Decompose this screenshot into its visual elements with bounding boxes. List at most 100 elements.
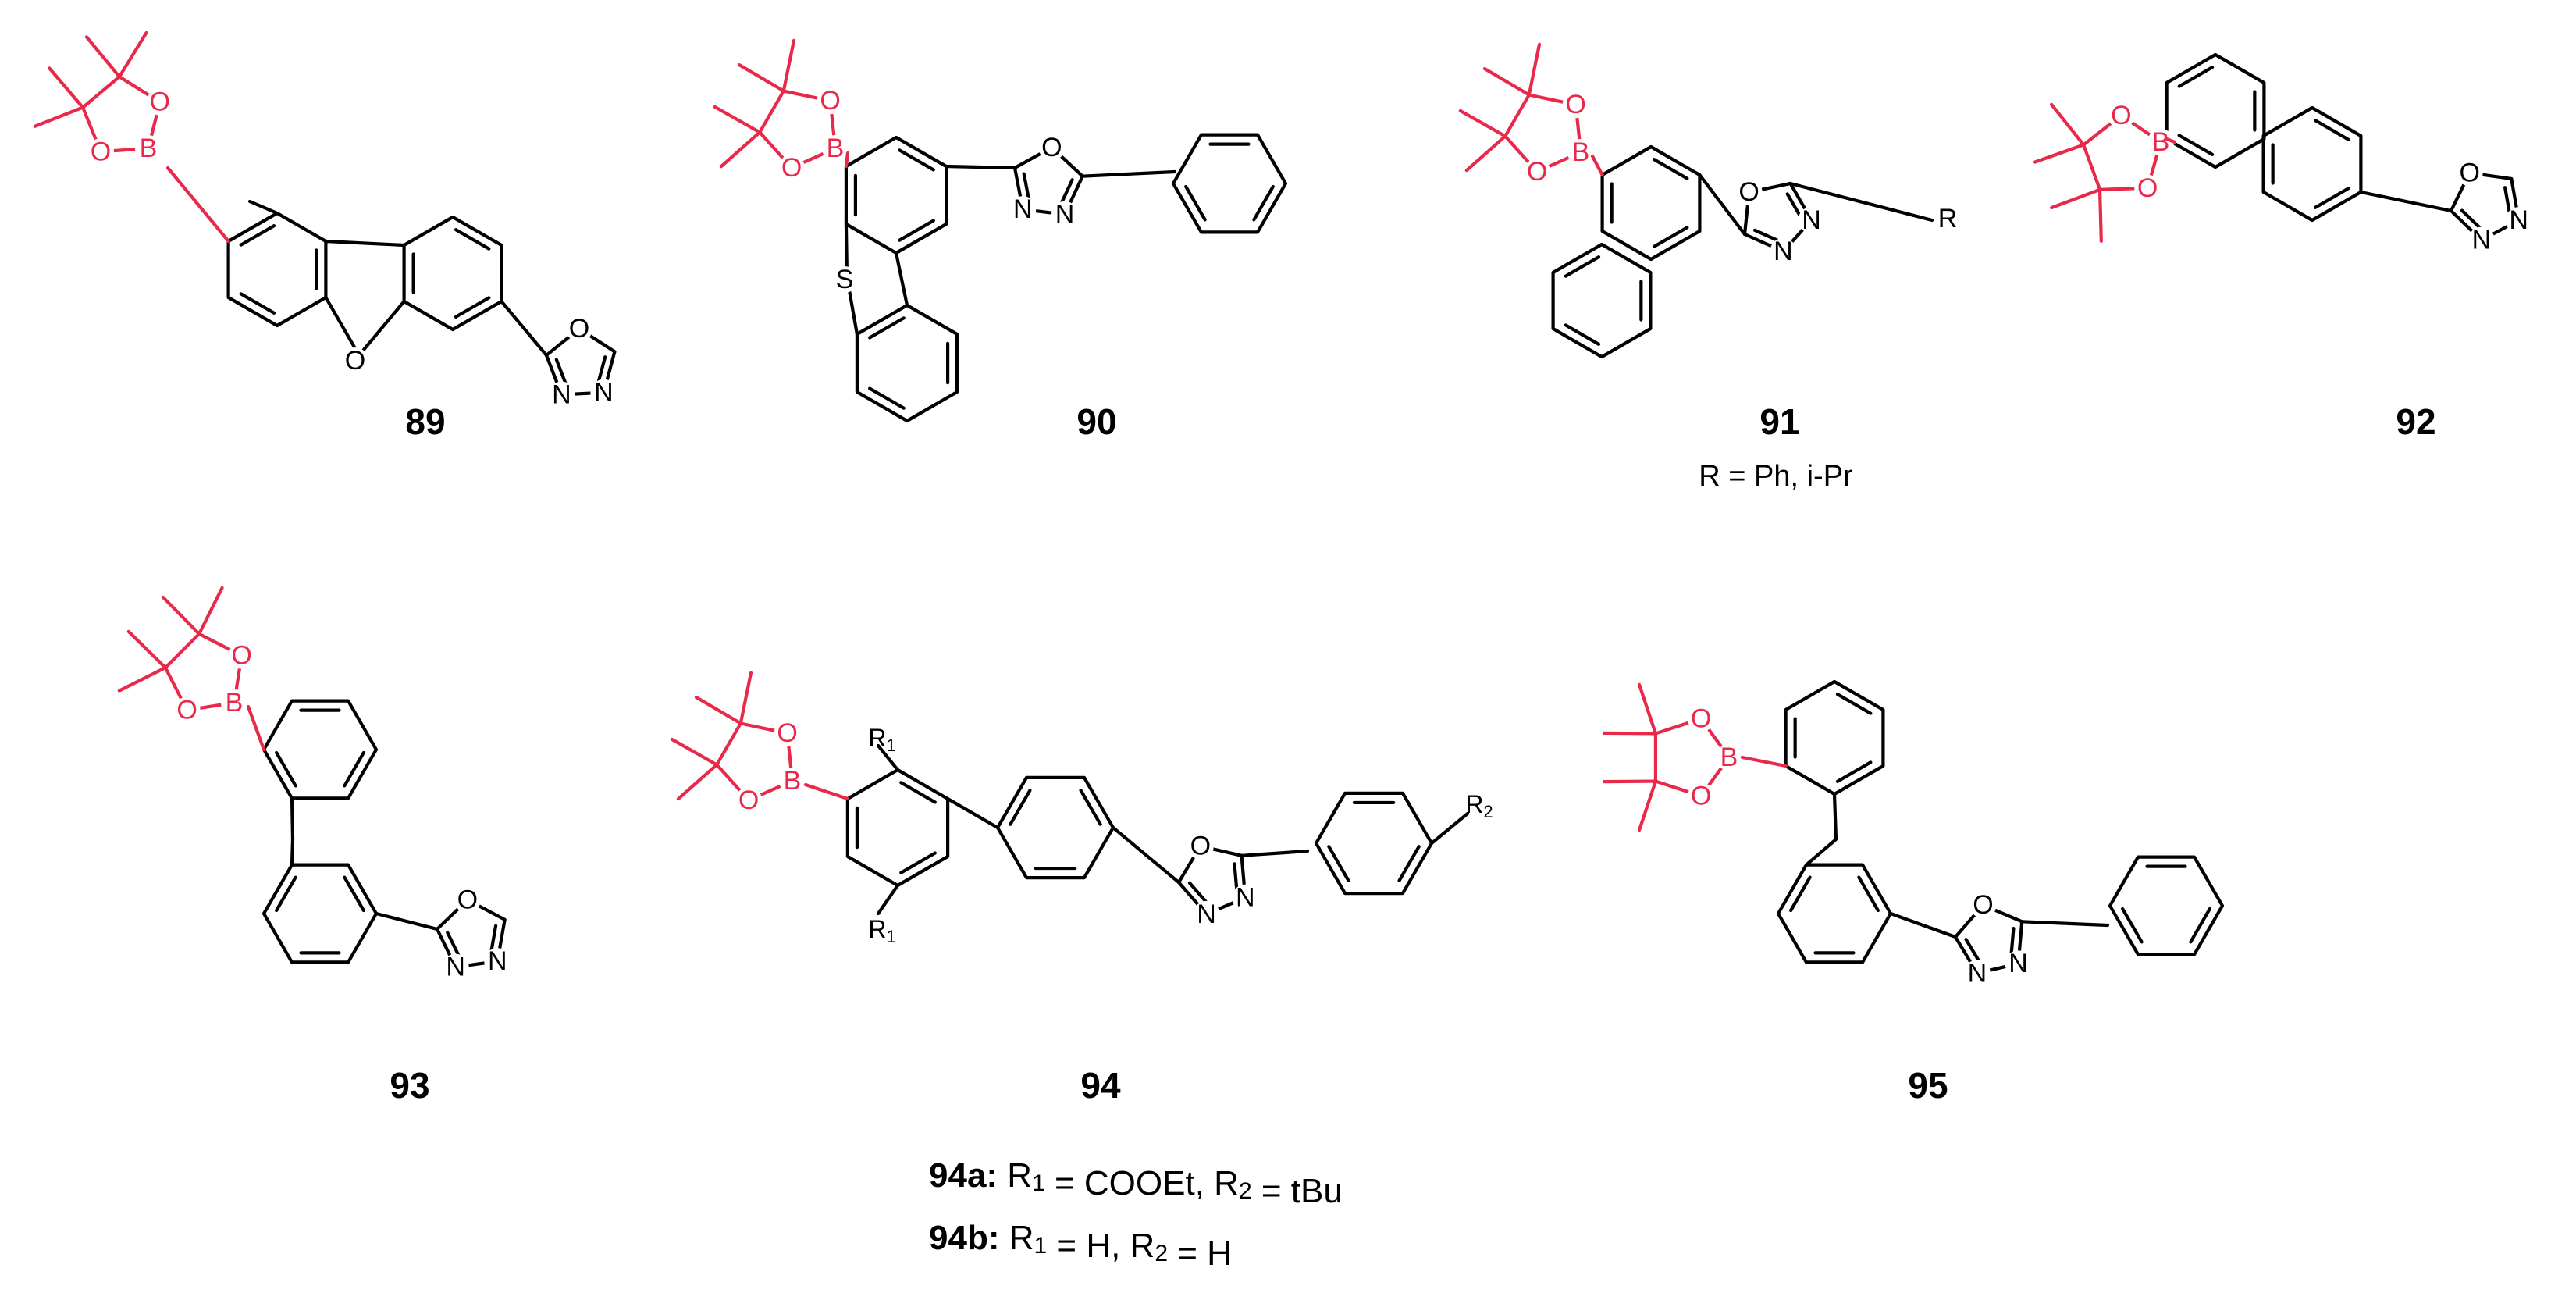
- atom-o: O: [2111, 101, 2131, 130]
- bond-line: [357, 299, 406, 358]
- bond-line: [2082, 143, 2102, 191]
- bond-line: [402, 215, 503, 332]
- atom-n: N: [1236, 883, 1255, 913]
- compound-94-label: 94: [1080, 1065, 1121, 1106]
- bond-line: [844, 135, 948, 255]
- bond-line: [1776, 863, 1893, 964]
- bond-line: [1079, 789, 1102, 826]
- bond-line: [1652, 226, 1689, 248]
- atom-mask: [566, 315, 593, 342]
- atom-b: B: [1572, 137, 1590, 167]
- bond-line: [1009, 789, 1032, 826]
- atom-b: B: [1720, 743, 1738, 772]
- bond-line: [1752, 228, 1781, 244]
- atom-o: O: [231, 641, 251, 671]
- bond-line: [247, 199, 279, 216]
- bond-line: [1698, 173, 1747, 237]
- atom-n: N: [552, 379, 571, 409]
- compound-90-label: 90: [1076, 401, 1116, 442]
- bond-line: [995, 775, 1115, 880]
- atom-o: O: [91, 137, 111, 166]
- bond-line: [290, 837, 295, 867]
- atom-mask: [778, 154, 806, 181]
- bond-line: [454, 228, 491, 251]
- atom-o: O: [820, 86, 840, 116]
- substituent-r: R: [1938, 204, 1958, 233]
- bond-line: [1314, 791, 1434, 896]
- bond-line: [2359, 190, 2453, 213]
- atom-n: N: [446, 953, 465, 982]
- atom-n: N: [1774, 237, 1793, 266]
- atom-mask: [2467, 226, 2495, 254]
- legend-94-line_a: 94a: R1 = COOEt, R2 = tBu: [929, 1156, 1343, 1210]
- atom-o: O: [1527, 157, 1547, 187]
- atom-mask: [2456, 159, 2483, 187]
- atom-mask: [2108, 102, 2135, 129]
- bond-line: [2165, 52, 2266, 169]
- bond-line: [2097, 187, 2103, 243]
- compound-95-label: 95: [1908, 1065, 1948, 1106]
- bond-line: [2020, 920, 2110, 928]
- bond-line: [2177, 66, 2215, 88]
- bond-line: [1327, 845, 1350, 882]
- atom-mask: [774, 720, 801, 747]
- bond-line: [1602, 731, 1658, 736]
- atom-o: O: [738, 785, 759, 815]
- atom-mask: [2147, 129, 2174, 155]
- bond-line: [1233, 862, 1239, 892]
- bond-line: [1785, 192, 1803, 219]
- atom-mask: [1009, 196, 1037, 223]
- atom-mask: [1051, 201, 1078, 228]
- bond-line: [737, 62, 785, 93]
- bond-line: [1429, 811, 1470, 846]
- bond-line: [1804, 837, 1838, 867]
- atom-mask: [590, 379, 617, 406]
- bond-line: [1835, 693, 1873, 715]
- bond-line: [898, 219, 935, 242]
- bond-line: [2460, 208, 2483, 231]
- atom-n: N: [2509, 205, 2528, 235]
- atom-mask: [1798, 206, 1825, 233]
- atom-mask: [1770, 237, 1797, 265]
- bond-line: [1637, 779, 1658, 832]
- atom-mask: [1716, 744, 1742, 771]
- bond-line: [454, 296, 491, 319]
- compound-90-label: 90: [1076, 401, 1116, 442]
- bond-line: [1171, 133, 1288, 234]
- bond-line: [2050, 187, 2102, 210]
- bond-line: [713, 105, 762, 134]
- atom-n: N: [1197, 899, 1216, 929]
- atom-o: O: [1190, 832, 1211, 861]
- bond-line: [84, 35, 122, 79]
- bond-line: [239, 224, 276, 247]
- bond-line: [1740, 755, 1788, 768]
- bond-line: [226, 211, 328, 328]
- bond-line: [1600, 144, 1702, 262]
- bond-line: [855, 303, 959, 423]
- bond-line: [500, 299, 549, 358]
- bond-line: [1551, 242, 1653, 359]
- bond-line: [554, 358, 568, 386]
- bond-line: [944, 164, 1017, 170]
- bond-line: [781, 38, 796, 93]
- atom-mask: [1038, 134, 1066, 161]
- atom-mask: [1688, 782, 1715, 810]
- bond-line: [1832, 792, 1838, 842]
- atom-mask: [1232, 884, 1259, 911]
- atom-o: O: [1041, 133, 1062, 162]
- bond-line: [894, 251, 909, 308]
- bond-line: [844, 151, 850, 169]
- bond-line: [2165, 137, 2177, 144]
- atom-mask: [817, 87, 844, 115]
- atom-mask: [87, 138, 115, 166]
- atom-mask: [831, 266, 858, 293]
- compound-93-label: 93: [390, 1065, 429, 1106]
- bond-line: [343, 750, 365, 788]
- compound-92-label: 92: [2396, 401, 2435, 442]
- bond-line: [899, 851, 937, 874]
- atom-mask: [146, 88, 173, 116]
- compound-95-label: 95: [1908, 1065, 1948, 1106]
- bond-line: [48, 66, 85, 109]
- atom-mask: [228, 642, 255, 669]
